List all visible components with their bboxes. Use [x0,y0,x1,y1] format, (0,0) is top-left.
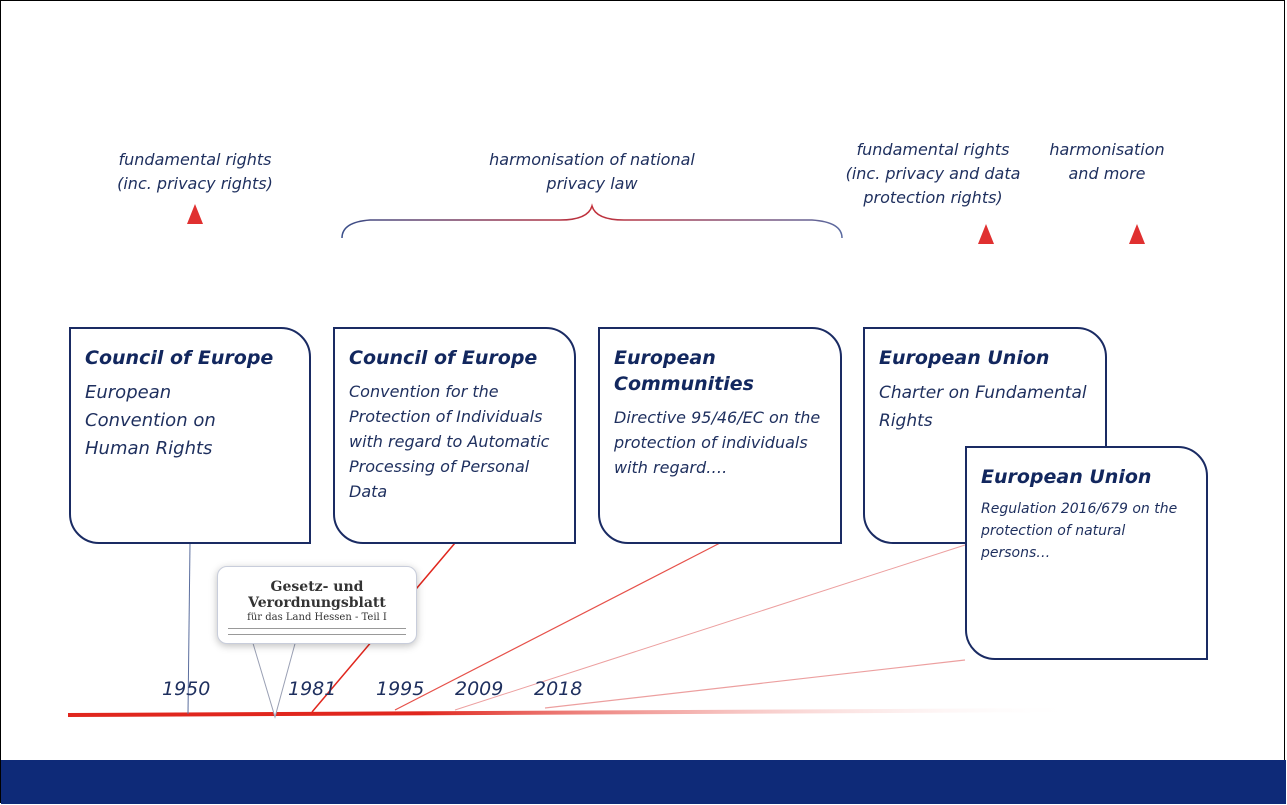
gazette-thumbnail: Gesetz- und Verordnungsblatt für das Lan… [217,566,417,644]
card-european-union-gdpr: European Union Regulation 2016/679 on th… [965,446,1208,660]
annotation-fundamental-rights-right: fundamental rights (inc. privacy and dat… [845,140,1021,207]
card-council-of-europe-echr: Council of Europe European Convention on… [69,327,311,544]
card-council-of-europe-convention: Council of Europe Convention for the Pro… [333,327,576,544]
connector-1995 [394,542,721,711]
card-title: Council of Europe [85,347,274,369]
year-2009: 2009 [455,678,504,700]
timeline-axis [67,708,1081,717]
connector-2018 [544,659,966,709]
year-1950: 1950 [162,678,211,700]
card-title: Council of Europe [349,347,538,369]
card-european-communities: European Communities Directive 95/46/EC … [598,327,842,544]
card-title: European Union [981,466,1152,488]
card-body: Convention for the Protection of Individ… [349,382,550,501]
card-body: Directive 95/46/EC on the protection of … [614,408,821,477]
connector-1950 [187,542,191,715]
annotation-harmonisation-national: harmonisation of national privacy law [489,150,695,193]
gazette-subtitle: für das Land Hessen - Teil I [247,612,387,623]
card-body: European Convention on Human Rights [85,382,216,459]
annotation-harmonisation-more: harmonisation and more [1049,140,1165,183]
year-2018: 2018 [534,678,583,700]
footer-bar [1,760,1286,804]
year-1981: 1981 [288,678,337,700]
year-1995: 1995 [376,678,425,700]
card-body: Regulation 2016/679 on the protection of… [981,501,1178,561]
card-title: European Communities [614,347,754,395]
brace-harmonisation [341,203,843,239]
connector-2009 [454,544,966,711]
annotation-fundamental-rights-left: fundamental rights (inc. privacy rights) [117,150,273,193]
doc-callout-pointer [251,639,297,719]
gazette-title: Gesetz- und Verordnungsblatt [248,579,386,611]
card-title: European Union [879,347,1050,369]
card-body: Charter on Fundamental Rights [879,383,1087,431]
